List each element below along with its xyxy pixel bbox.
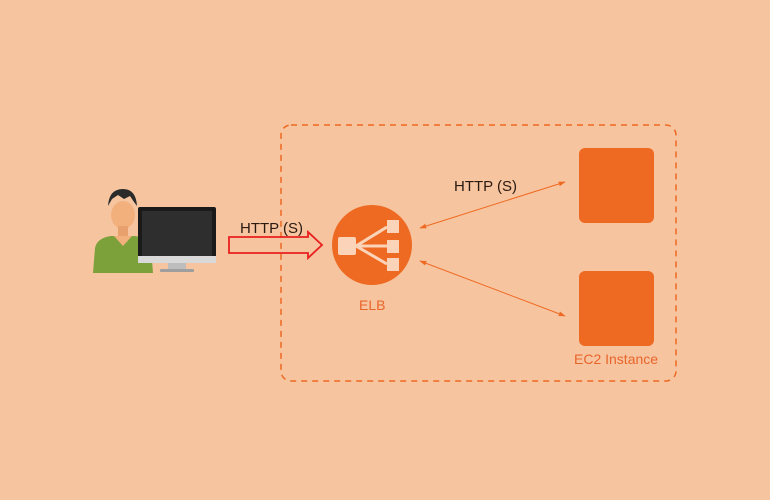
elb-to-instances-label: HTTP (S): [454, 178, 518, 195]
ec2-instance-icon: [579, 148, 654, 223]
instances-label: EC2 Instance: [574, 351, 659, 367]
ec2-instance-icon: [579, 271, 654, 346]
elb-label: ELB: [359, 297, 386, 313]
load-balancer-icon: [332, 205, 412, 285]
group-boundary: [280, 124, 677, 382]
monitor-icon: [138, 207, 216, 272]
elb-to-instance-1-arrow: [419, 181, 566, 229]
client-to-elb-label: HTTP (S): [240, 220, 304, 237]
request-arrow: [228, 229, 324, 261]
elb-to-instance-2-arrow: [419, 260, 566, 317]
